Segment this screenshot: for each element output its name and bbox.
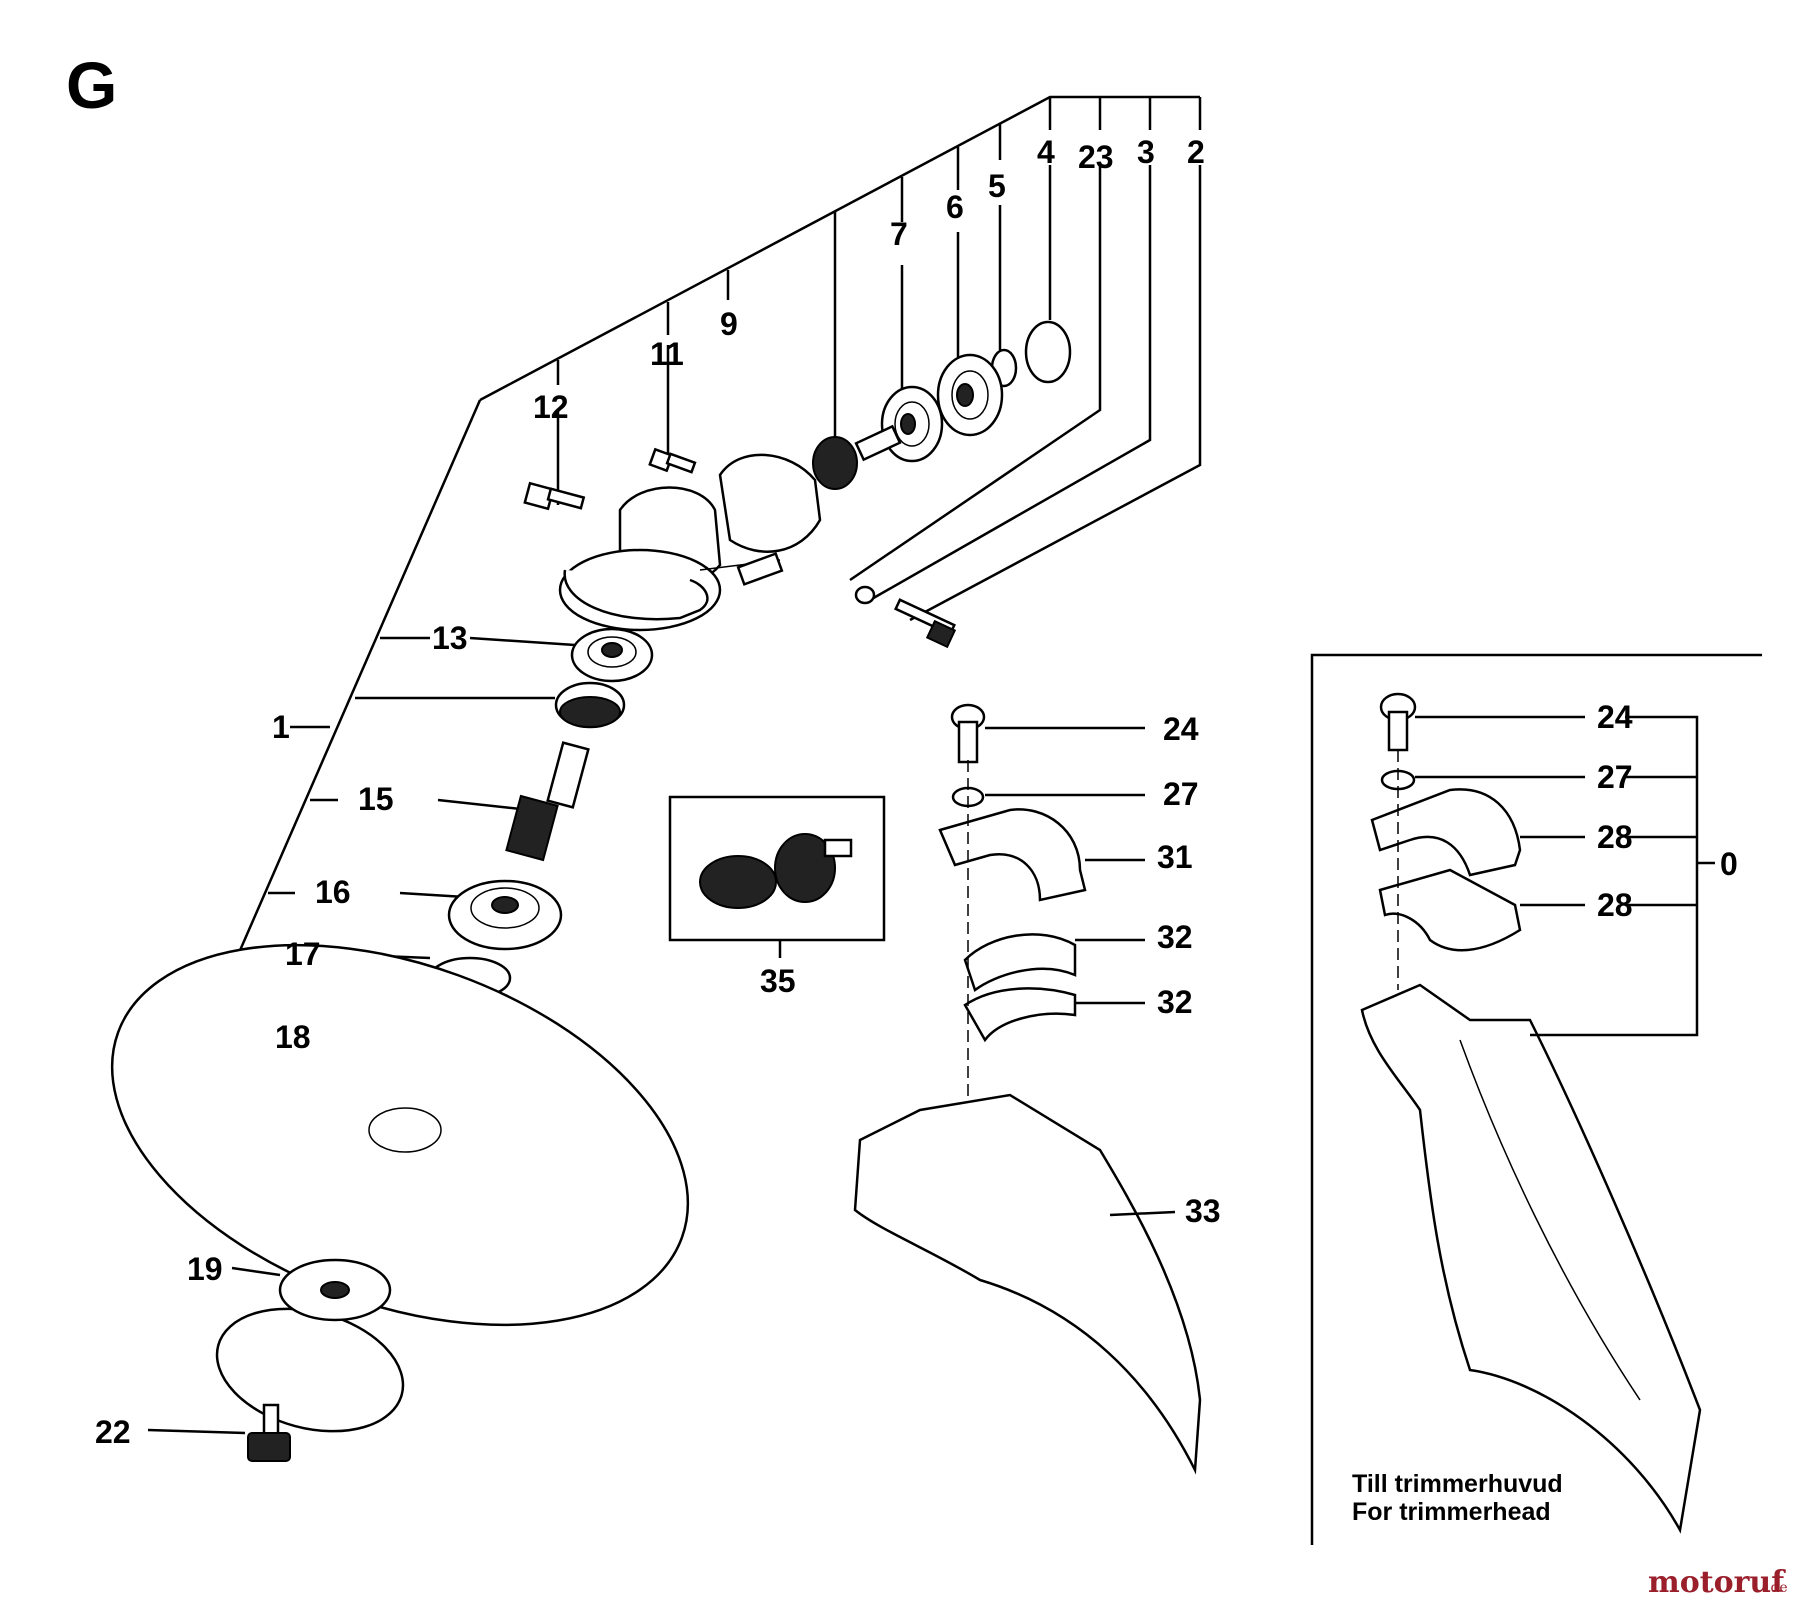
callout-3: 3	[1137, 134, 1155, 170]
callout-18: 18	[275, 1019, 311, 1055]
screw-part-24-inset	[1379, 692, 1417, 752]
callout-35: 35	[760, 963, 796, 999]
pinion-gear	[812, 424, 902, 490]
support-cup-part-19	[215, 1258, 405, 1433]
callout-24-inset: 24	[1597, 699, 1633, 735]
callout-16: 16	[315, 874, 351, 910]
callout-9: 9	[720, 306, 738, 342]
gear-housing-assembly	[110, 320, 1072, 1462]
callout-7: 7	[890, 216, 908, 252]
circlip-part-4	[1024, 320, 1072, 384]
callout-6: 6	[946, 189, 964, 225]
callout-32b: 32	[1157, 984, 1193, 1020]
watermark-brand: motoruf	[1648, 1565, 1786, 1600]
callout-27-inset: 27	[1597, 759, 1633, 795]
screw-part-12	[523, 481, 586, 511]
bevel-gear	[554, 681, 626, 729]
clamp-part-28a	[1370, 788, 1522, 877]
section-letter: G	[66, 48, 117, 122]
bearing-part-7	[880, 385, 944, 463]
screw-part-2	[894, 598, 957, 649]
screw-part-24-guard	[950, 703, 986, 764]
inset-note-line1: Till trimmerhuvud	[1352, 1470, 1563, 1498]
callout-17: 17	[285, 936, 321, 972]
spindle-part-15	[505, 741, 590, 862]
callout-2: 2	[1187, 134, 1205, 170]
callout-5: 5	[988, 168, 1006, 204]
callout-0: 0	[1720, 846, 1738, 882]
callout-1: 1	[272, 709, 290, 745]
callout-12: 12	[533, 389, 569, 425]
callout-22: 22	[95, 1414, 131, 1450]
callout-19: 19	[187, 1251, 223, 1287]
washer-part-3	[854, 585, 876, 605]
callout-11: 11	[650, 336, 684, 372]
clamp-part-28b	[1378, 868, 1522, 952]
callout-13: 13	[432, 620, 468, 656]
clamp-part-31	[938, 808, 1087, 902]
trimmer-guard-inset	[1310, 653, 1762, 1545]
blade-guard-assembly	[853, 703, 1202, 1475]
callout-27-guard: 27	[1163, 776, 1199, 812]
inset-note-line2: For trimmerhead	[1352, 1498, 1551, 1526]
screw-part-11	[648, 447, 697, 474]
callout-24-guard: 24	[1163, 711, 1199, 747]
callout-28a: 28	[1597, 819, 1633, 855]
bearing-part-6	[936, 353, 1004, 437]
trimmer-guard	[1360, 983, 1702, 1534]
callout-labels: 4 23 3 2 5 6 7 9 11 12 13 1 15 16 17 18 …	[95, 134, 1738, 1450]
bearing-part-16	[447, 879, 563, 951]
callout-15: 15	[358, 781, 394, 817]
gear-kit-inset	[668, 795, 886, 958]
watermark-suffix: .de	[1766, 1580, 1788, 1596]
bearing-part-13	[570, 627, 654, 683]
sleeve-part-32b	[963, 987, 1077, 1043]
callout-33: 33	[1185, 1193, 1221, 1229]
callout-31: 31	[1157, 839, 1193, 875]
callout-23: 23	[1078, 139, 1114, 175]
assembly-bracket-lines	[147, 95, 1202, 1435]
saw-blade-disc	[110, 943, 690, 1327]
callout-28b: 28	[1597, 887, 1633, 923]
sleeve-part-32a	[963, 933, 1077, 993]
gear-housing-part-9	[558, 453, 822, 632]
guard-part-33	[853, 1093, 1202, 1475]
callout-4: 4	[1037, 134, 1055, 170]
nut-part-22	[247, 1403, 291, 1462]
callout-32a: 32	[1157, 919, 1193, 955]
